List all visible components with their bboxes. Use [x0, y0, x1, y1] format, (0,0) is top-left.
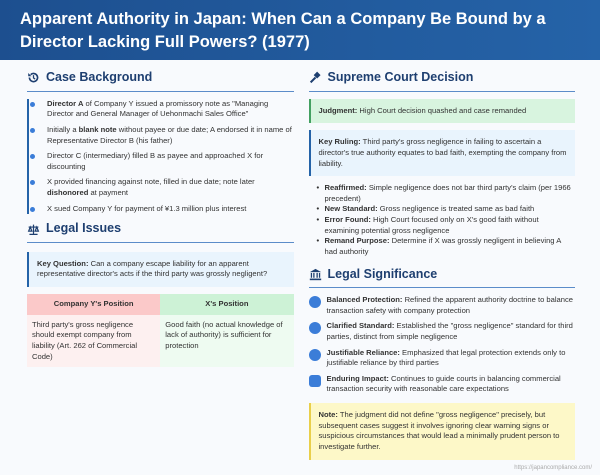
left-column: Case Background Director A of Company Y … [27, 69, 294, 368]
document-icon [308, 374, 321, 387]
case-background-list: Director A of Company Y issued a promiss… [27, 98, 294, 215]
list-item: New Standard: Gross negligence is treate… [317, 204, 576, 215]
significance-item: Clarified Standard: Established the "gro… [308, 321, 576, 342]
judgment-box: Judgment: High Court decision quashed an… [308, 98, 575, 124]
page-title: Apparent Authority in Japan: When Can a … [20, 10, 546, 52]
gavel-icon [309, 72, 321, 84]
list-item: Remand Purpose: Determine if X was gross… [317, 236, 576, 257]
footer-url: https://japancompliance.com/ [514, 464, 592, 471]
note-box: Note: The judgment did not define "gross… [308, 403, 575, 460]
significance-item: Balanced Protection: Refined the apparen… [308, 295, 576, 316]
history-icon [28, 73, 39, 83]
list-item: X sued Company Y for payment of ¥1.3 mil… [30, 204, 294, 215]
key-question-box: Key Question: Can a company escape liabi… [27, 251, 294, 288]
right-column: Supreme Court Decision Judgment: High Co… [308, 69, 576, 461]
balance-icon [308, 296, 321, 309]
handshake-icon [308, 348, 321, 361]
header: Apparent Authority in Japan: When Can a … [0, 0, 600, 61]
legal-issues-heading: Legal Issues [27, 220, 294, 243]
search-icon [308, 322, 321, 335]
list-item: Reaffirmed: Simple negligence does not b… [317, 183, 576, 204]
institution-icon [309, 268, 321, 280]
list-item: Error Found: High Court focused only on … [317, 215, 576, 236]
table-cell: Third party's gross negligence should ex… [27, 314, 161, 368]
legal-significance-heading: Legal Significance [308, 266, 575, 289]
case-background-heading: Case Background [27, 69, 294, 92]
key-ruling-box: Key Ruling: Third party's gross negligen… [308, 130, 575, 177]
scales-icon [27, 224, 40, 235]
significance-item: Enduring Impact: Continues to guide cour… [308, 374, 576, 395]
list-item: Initially a blank note without payee or … [30, 124, 292, 145]
list-item: Director A of Company Y issued a promiss… [30, 99, 294, 120]
list-item: Director C (intermediary) filled B as pa… [30, 151, 294, 172]
list-item: X provided financing against note, fille… [30, 177, 294, 198]
table-cell: Good faith (no actual knowledge of lack … [160, 314, 294, 368]
decision-list: Reaffirmed: Simple negligence does not b… [309, 183, 576, 257]
significance-item: Justifiable Reliance: Emphasized that le… [308, 348, 576, 369]
table-header: X's Position [160, 294, 294, 315]
decision-heading: Supreme Court Decision [308, 69, 575, 92]
table-header: Company Y's Position [27, 294, 161, 315]
main-content: Case Background Director A of Company Y … [0, 60, 600, 461]
